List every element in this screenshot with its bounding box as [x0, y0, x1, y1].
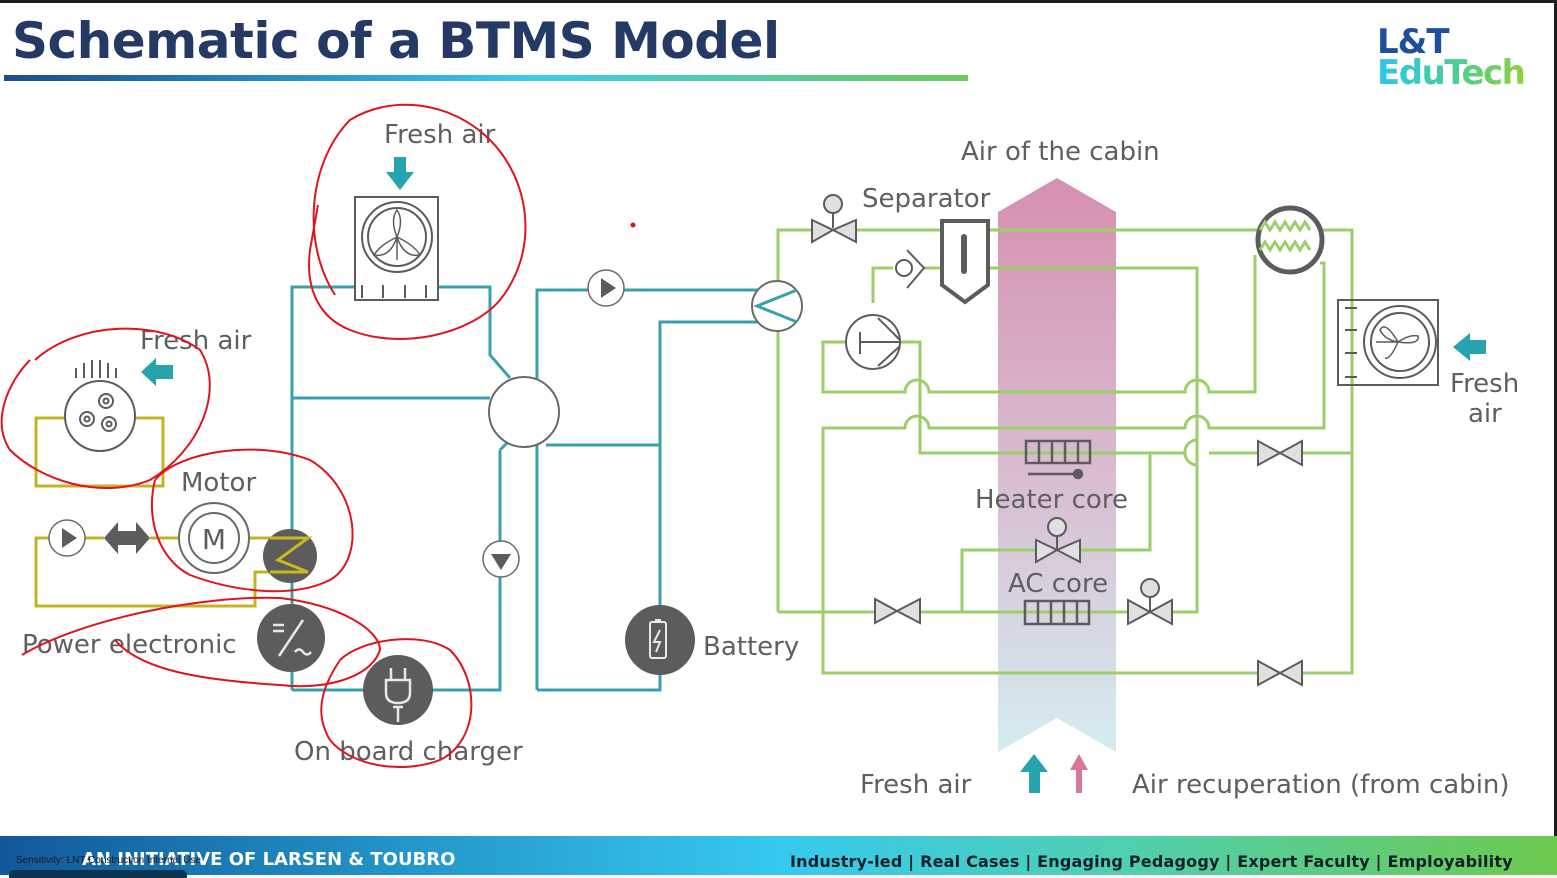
label-air-recuperation: Air recuperation (from cabin)	[1132, 770, 1510, 800]
drive-loop	[34, 416, 275, 608]
title-underline	[4, 75, 968, 81]
label-battery: Battery	[703, 632, 799, 662]
label-heater-core: Heater core	[975, 485, 1128, 515]
fresh-air-fan-unit-right	[1337, 299, 1486, 386]
label-fresh-right-line2: air	[1468, 399, 1502, 429]
check-valve-icon	[895, 249, 926, 289]
label-fresh-air-left: Fresh air	[140, 326, 252, 356]
ac-core-icon	[1023, 599, 1091, 626]
label-ac-core: AC core	[1008, 569, 1108, 599]
sensitivity-label: Sensitivity: LNT Construction Internal U…	[16, 855, 201, 866]
label-power-electronic: Power electronic	[22, 630, 237, 660]
shutoff-valve-icon-1	[874, 597, 921, 625]
logo-line-2: EduTech	[1377, 53, 1526, 93]
fresh-air-up-arrow-icon	[1020, 754, 1048, 793]
plug-icon	[363, 655, 433, 725]
cabin-air-column	[998, 178, 1116, 752]
fresh-air-fan-unit-top	[354, 157, 439, 301]
fresh-air-left-arrow-icon	[1453, 333, 1486, 361]
compressor-icon	[845, 314, 901, 370]
annotation-circle-motor	[150, 448, 354, 593]
expansion-valve-icon-ac	[1127, 578, 1173, 626]
logo-line-1: L&T	[1377, 22, 1450, 62]
heater-core-icon	[1024, 439, 1092, 480]
chiller-heat-exchanger-icon	[751, 280, 803, 332]
cabin-air-up-arrow-icon	[1070, 754, 1088, 793]
fresh-air-arrow-icon	[141, 358, 173, 386]
bidirectional-arrow-icon	[104, 522, 150, 554]
label-on-board-charger: On board charger	[294, 737, 523, 767]
fresh-air-down-arrow-icon	[386, 157, 414, 190]
label-fresh-air-top: Fresh air	[384, 120, 496, 150]
label-fresh-right-line1: Fresh	[1450, 369, 1519, 399]
annotation-stroke-power-electronic	[21, 596, 382, 688]
annotation-circle-left-unit	[0, 327, 211, 489]
window-right-border	[1554, 0, 1557, 875]
battery-icon	[625, 605, 695, 675]
footer-banner: AN INITIATIVE OF LARSEN & TOUBRO Sensiti…	[0, 836, 1557, 878]
fresh-air-fan-unit-left	[64, 358, 173, 452]
shutoff-valve-icon-2	[1257, 439, 1303, 467]
expansion-valve-icon-heater	[1035, 517, 1081, 564]
gears-icon	[79, 393, 117, 432]
window-top-border	[0, 0, 1557, 3]
label-fresh-air-bottom: Fresh air	[860, 770, 972, 800]
separator-icon	[940, 219, 990, 305]
pump-icon-top	[587, 269, 625, 307]
label-air-of-cabin: Air of the cabin	[961, 137, 1160, 167]
label-separator: Separator	[862, 184, 991, 214]
pump-icon-left	[48, 519, 86, 557]
footer-tab	[9, 870, 187, 878]
heat-exchanger-motor-icon	[263, 529, 317, 583]
lt-edutech-logo: L&T EduTech	[1377, 22, 1526, 93]
pump-icon-down	[482, 540, 520, 578]
power-electronic-icon	[257, 604, 325, 672]
shutoff-valve-icon-3	[1257, 659, 1303, 687]
annotation-circle-top-fan	[308, 103, 527, 340]
label-motor: Motor	[181, 468, 256, 498]
expansion-valve-icon-top	[811, 194, 857, 244]
coolant-loop	[290, 285, 778, 692]
slide-title: Schematic of a BTMS Model	[12, 12, 780, 70]
motor-symbol: M	[202, 523, 226, 556]
annotation-circle-charger	[320, 638, 473, 769]
footer-initiative: AN INITIATIVE OF LARSEN & TOUBRO	[82, 849, 456, 870]
red-annotation-marks	[0, 103, 636, 769]
four-way-valve-icon	[488, 376, 560, 448]
motor-icon: M	[178, 502, 250, 574]
condenser-icon	[1255, 205, 1325, 275]
footer-tagline: Industry-led | Real Cases | Engaging Ped…	[790, 852, 1513, 871]
